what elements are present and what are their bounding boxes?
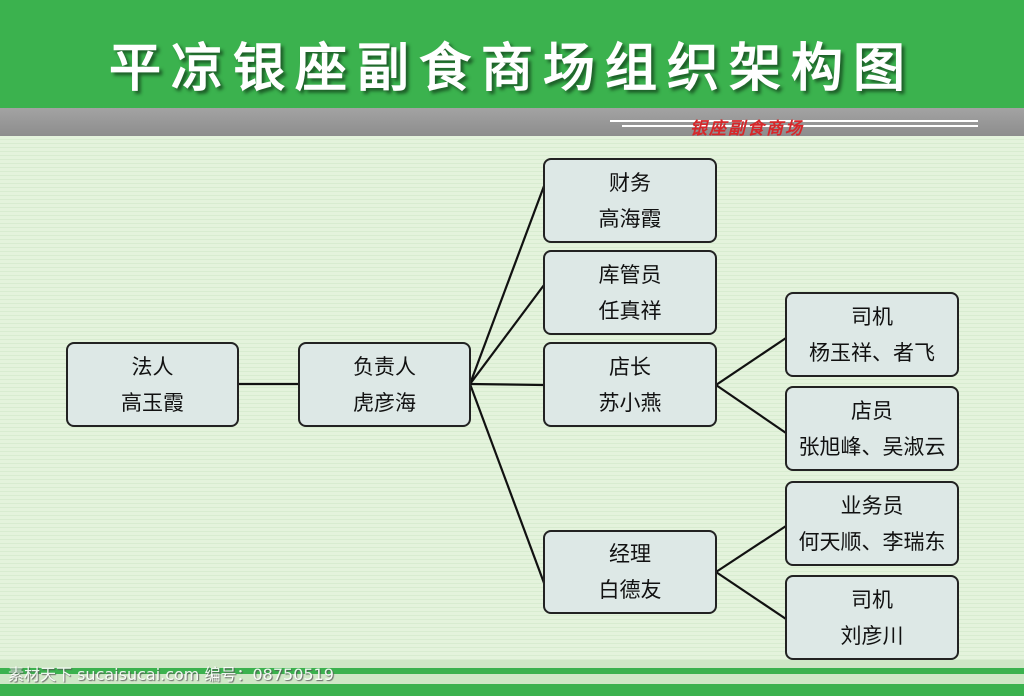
node-role: 法人 [131,354,174,379]
node-role: 财务 [609,170,651,195]
node-name: 高玉霞 [121,390,184,415]
node-role: 负责人 [353,354,416,379]
node-legal-person: 法人 高玉霞 [66,342,239,427]
node-name: 任真祥 [598,298,662,323]
connector-manager-sales [715,525,787,573]
node-warehouse: 库管员 任真祥 [543,250,717,335]
subtitle: 银座副食商场 [690,119,804,139]
node-name: 白德友 [598,578,662,602]
node-name: 虎彦海 [353,390,416,415]
node-head: 负责人 虎彦海 [298,342,471,427]
node-name: 刘彦川 [840,623,904,648]
connector-manager-driver [715,571,787,620]
decor-line [622,125,978,127]
node-role: 店长 [609,354,651,379]
connector-head-manager [468,383,546,584]
node-role: 库管员 [598,262,662,287]
node-name: 高海霞 [598,206,662,231]
connector-store-clerks [715,384,787,434]
connector-store-driver [715,337,787,386]
header-band: 平凉银座副食商场组织架构图 [0,0,1024,108]
node-name: 苏小燕 [598,390,662,415]
connector-head-store-manager [469,382,545,387]
node-manager: 经理 白德友 [543,530,717,614]
node-name: 杨玉祥、者飞 [809,340,935,365]
decor-line [610,120,978,122]
node-driver-2: 司机 刘彦川 [785,575,959,660]
node-finance: 财务 高海霞 [543,158,717,243]
node-store-manager: 店长 苏小燕 [543,342,717,427]
node-role: 司机 [851,587,893,612]
connector-head-finance [468,185,546,385]
node-role: 业务员 [840,493,904,518]
node-name: 何天顺、李瑞东 [798,529,946,554]
node-clerks: 店员 张旭峰、吴淑云 [785,386,959,471]
page-title: 平凉银座副食商场组织架构图 [108,39,915,99]
node-role: 经理 [609,542,651,566]
connector-head-warehouse [469,284,545,385]
node-sales: 业务员 何天顺、李瑞东 [785,481,959,566]
footer-stripe [0,684,1024,696]
node-driver-1: 司机 杨玉祥、者飞 [785,292,959,377]
footer-stripe [0,668,1024,674]
node-name: 张旭峰、吴淑云 [798,434,946,459]
watermark: 素材天下 sucaisucai.com 编号：08750519 [8,665,334,684]
subtitle-bar [0,108,1024,136]
node-role: 司机 [851,304,893,329]
node-role: 店员 [851,398,893,423]
